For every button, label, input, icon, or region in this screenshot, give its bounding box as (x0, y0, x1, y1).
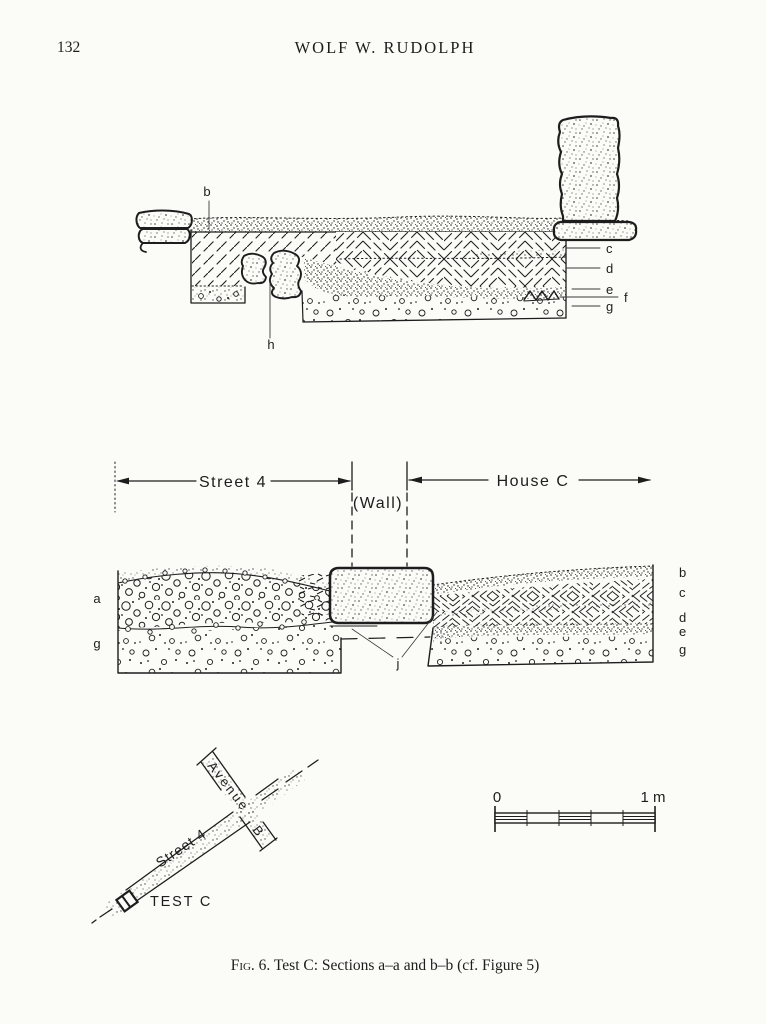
label-h: h (267, 337, 274, 352)
section-drawing-middle: Street 4 (Wall) House C (93, 461, 686, 674)
mid-label-b: b (679, 565, 686, 580)
label-f: f (624, 290, 628, 305)
street-side-layers (117, 565, 342, 674)
stipple-layer-e-mid (433, 623, 653, 639)
mid-label-a: a (93, 591, 101, 606)
foundation-trench: j (329, 611, 438, 671)
rubble-lens (296, 572, 332, 617)
avenueb-band (202, 753, 274, 847)
mid-label-g-right: g (679, 642, 686, 657)
street4-band (103, 767, 305, 919)
page-number: 132 (57, 39, 80, 56)
herringbone-layers-cd (433, 579, 653, 627)
label-c: c (606, 241, 613, 256)
location-plan: Avenue B Street 4 TEST C (91, 747, 319, 924)
section-drawing-top: b c d e f g h (135, 115, 638, 352)
surface-layer-b (433, 566, 653, 595)
cobble-layer-a (118, 572, 333, 628)
test-trench-marker (114, 889, 140, 913)
dimension-lines: Street 4 (Wall) House C (114, 461, 651, 567)
herringbone-layers (336, 232, 566, 288)
label-d: d (606, 261, 613, 276)
street-layer-g (118, 624, 341, 673)
topsoil-band (190, 216, 630, 232)
scale-bar: 0 1 m (493, 789, 666, 832)
stipple-layer-e (304, 258, 566, 299)
caption-fig-number: Fig. 6. (231, 957, 271, 974)
running-head: WOLF W. RUDOLPH (295, 38, 476, 57)
street4-dimension-label: Street 4 (199, 474, 267, 491)
figure-caption: Fig. 6. Test C: Sections a–a and b–b (cf… (231, 957, 540, 974)
house-layer-g (428, 636, 653, 666)
housec-dimension-label: House C (497, 473, 570, 490)
mid-label-c: c (679, 585, 686, 600)
pebble-layer-g (303, 291, 566, 322)
label-j: j (396, 656, 400, 671)
avenue-b-label: Avenue (205, 759, 253, 815)
scale-one-m-label: 1 m (640, 789, 665, 806)
stone-base (552, 220, 638, 242)
channel-stones (240, 249, 302, 300)
left-basal-layer (192, 287, 245, 303)
stone-pillar (557, 115, 621, 223)
street4-dashed-continuation (261, 759, 319, 801)
mid-label-g-left: g (93, 636, 100, 651)
scale-zero-label: 0 (493, 789, 501, 806)
house-side-layers (427, 564, 654, 667)
stone-block-left (135, 209, 193, 253)
label-g: g (606, 299, 613, 314)
layer-f-lens (523, 290, 560, 302)
caption-text: Test C: Sections a–a and b–b (cf. Figure… (270, 957, 539, 974)
wall-label: (Wall) (353, 495, 403, 512)
mid-label-d: d (679, 610, 686, 625)
test-c-label: TEST C (150, 894, 212, 910)
label-b: b (203, 184, 210, 199)
cobble-chain-top (122, 567, 288, 584)
mid-label-e: e (679, 624, 686, 639)
label-e: e (606, 282, 613, 297)
wall-block (328, 566, 435, 625)
